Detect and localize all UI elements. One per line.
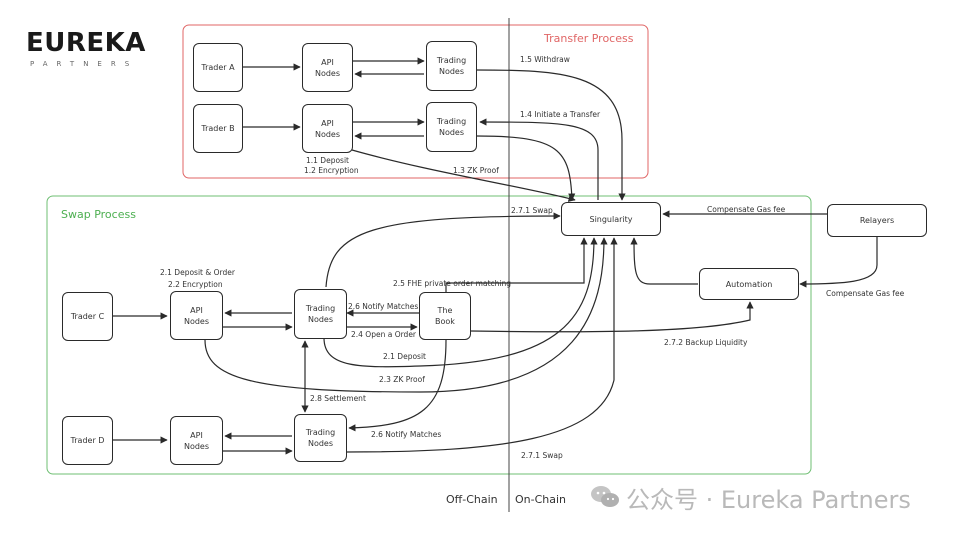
- label-swap-2-7-1-b: 2.7.1 Swap: [521, 451, 563, 460]
- label-fhe-matching: 2.5 FHE private order matching: [393, 279, 511, 288]
- label-deposit-1-1: 1.1 Deposit: [306, 156, 349, 165]
- wechat-icon: [591, 486, 619, 507]
- trader-b-box: Trader B: [193, 104, 243, 153]
- api-nodes-d-box: API Nodes: [170, 416, 223, 465]
- automation-box: Automation: [699, 268, 799, 300]
- label-swap-2-7-1-a: 2.7.1 Swap: [511, 206, 553, 215]
- api-nodes-a-box: API Nodes: [302, 43, 353, 92]
- arrow-relayers-automation: [799, 237, 878, 288]
- arrow-swap-trading-d: [346, 237, 618, 453]
- watermark: 公众号 · Eureka Partners: [590, 480, 911, 514]
- arrow-initiate-transfer: [479, 118, 599, 200]
- arrow-deposit-zk-1: [351, 149, 576, 202]
- trader-c-box: Trader C: [62, 292, 113, 341]
- arrow-zk-2-3: [204, 237, 608, 393]
- arrow-backup-liquidity: [470, 301, 754, 333]
- swap-title: Swap Process: [61, 208, 136, 221]
- arrow-trading-b-singularity: [476, 135, 576, 201]
- relayers-box: Relayers: [827, 204, 927, 237]
- label-encryption-1-2: 1.2 Encryption: [304, 166, 359, 175]
- label-zk-proof-2-3: 2.3 ZK Proof: [379, 375, 425, 384]
- transfer-title: Transfer Process: [544, 32, 634, 45]
- watermark-text: 公众号 · Eureka Partners: [626, 485, 911, 514]
- label-settlement: 2.8 Settlement: [310, 394, 366, 403]
- label-encryption-2-2: 2.2 Encryption: [168, 280, 223, 289]
- arrow-deposit-2-1: [323, 237, 598, 368]
- trader-a-box: Trader A: [193, 43, 243, 92]
- trader-d-box: Trader D: [62, 416, 113, 465]
- arrow-automation-singularity: [630, 237, 698, 285]
- eureka-logo-sub: PARTNERS: [30, 60, 139, 68]
- label-deposit-2-1: 2.1 Deposit: [383, 352, 426, 361]
- arrow-book-notify-d: [348, 339, 447, 432]
- trading-nodes-c-box: Trading Nodes: [294, 289, 347, 339]
- api-nodes-c-box: API Nodes: [170, 291, 223, 340]
- label-notify-matches-b: 2.6 Notify Matches: [371, 430, 442, 439]
- label-compensate-gas-2: Compensate Gas fee: [826, 289, 905, 298]
- label-deposit-order-2-1: 2.1 Deposit & Order: [160, 268, 235, 277]
- trading-nodes-d-box: Trading Nodes: [294, 414, 347, 462]
- eureka-logo: EUREKA: [26, 28, 146, 58]
- singularity-box: Singularity: [561, 202, 661, 236]
- label-open-order: 2.4 Open a Order: [351, 330, 417, 339]
- arrow-withdraw: [476, 69, 626, 201]
- label-compensate-gas-1: Compensate Gas fee: [707, 205, 786, 214]
- label-initiate-transfer: 1.4 Initiate a Transfer: [520, 110, 601, 119]
- label-backup-liquidity: 2.7.2 Backup Liquidity: [664, 338, 748, 347]
- label-withdraw: 1.5 Withdraw: [520, 55, 570, 64]
- trading-nodes-a-box: Trading Nodes: [426, 41, 477, 91]
- off-chain-label: Off-Chain: [446, 493, 498, 506]
- the-book-box: The Book: [419, 292, 471, 340]
- api-nodes-b-box: API Nodes: [302, 104, 353, 153]
- arrow-fhe-match: [445, 237, 588, 292]
- swap-region: [46, 195, 812, 475]
- arrow-swap-trading-c: [325, 212, 561, 288]
- transfer-region: [182, 24, 649, 179]
- trading-nodes-b-box: Trading Nodes: [426, 102, 477, 152]
- on-chain-label: On-Chain: [515, 493, 567, 506]
- label-notify-matches-a: 2.6 Notify Matches: [348, 302, 419, 311]
- label-zk-proof-1-3: 1.3 ZK Proof: [453, 166, 499, 175]
